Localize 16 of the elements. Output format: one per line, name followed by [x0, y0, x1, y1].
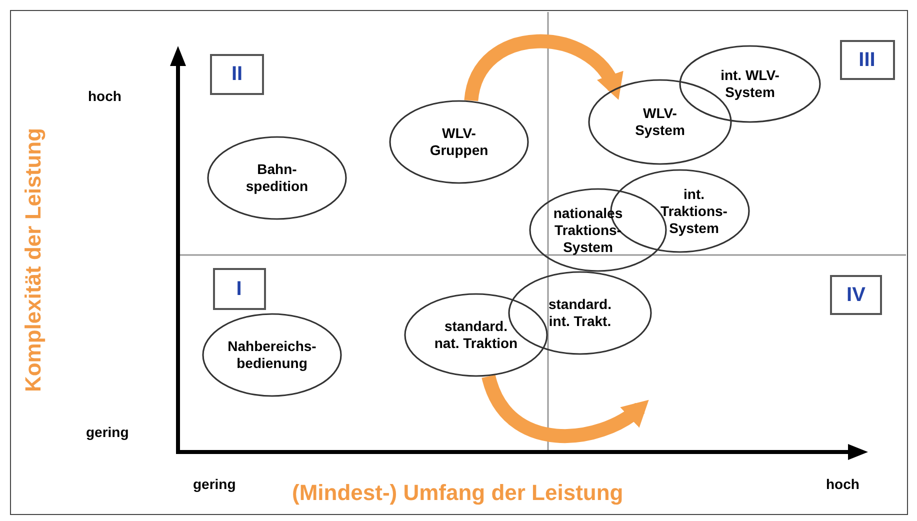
ellipse-node: WLV- Gruppen — [389, 100, 529, 184]
axis-tick-label: gering — [86, 423, 129, 442]
quadrant-number-box: III — [840, 40, 894, 80]
quadrant-number-box: IV — [830, 275, 882, 315]
axis-title: Komplexität der Leistung — [20, 128, 46, 392]
axis-tick-label: hoch — [88, 87, 122, 106]
axis-title: (Mindest-) Umfang der Leistung — [292, 479, 624, 507]
ellipse-node: Bahn- spedition — [207, 136, 347, 220]
quadrant-number-box: I — [212, 268, 266, 310]
quadrant-number-box: II — [210, 54, 264, 94]
curved-arrow — [464, 34, 621, 102]
axis-tick-label: gering — [193, 475, 236, 494]
ellipse-node: int. WLV- System — [679, 45, 821, 123]
axis-tick-label: hoch — [826, 475, 860, 494]
ellipse-node: Nahbereichs- bedienung — [202, 313, 342, 397]
ellipse-node: standard. nat. Traktion — [404, 293, 548, 377]
